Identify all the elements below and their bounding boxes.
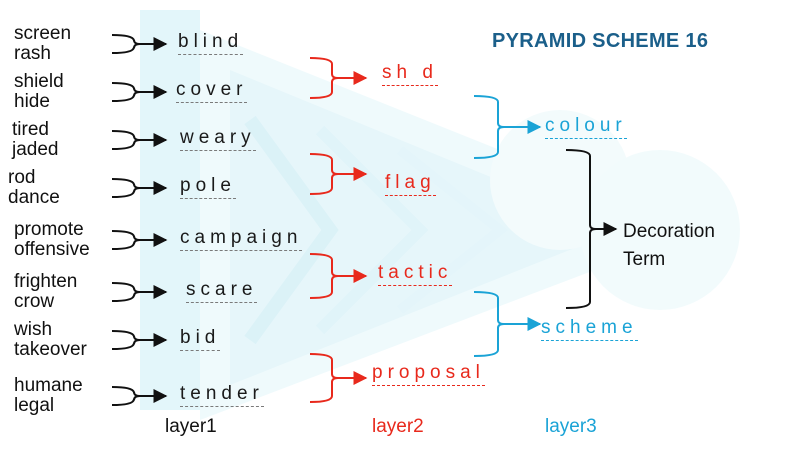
layer3-label: layer3 [545, 416, 597, 437]
layer1-answer: tender [180, 383, 264, 407]
clue-word: legal [14, 395, 55, 416]
clue-word: humane [14, 375, 83, 396]
layer1-bracket [309, 253, 339, 299]
clue-bracket [111, 330, 141, 350]
layer1-answer: weary [180, 127, 256, 151]
layer1-bracket [309, 353, 339, 403]
clue-brackets [111, 34, 168, 406]
clue-word: wish [14, 319, 53, 340]
layer1-label: layer1 [165, 416, 217, 437]
clue-word: rod [8, 167, 36, 188]
puzzle-title: PYRAMID SCHEME 16 [492, 30, 709, 52]
clue-word: tired [12, 119, 49, 140]
layer3-answer: colour [545, 115, 627, 139]
final-answer-line2: Term [623, 249, 666, 270]
clue-bracket [111, 34, 141, 54]
layer1-answer: campaign [180, 227, 303, 251]
clue-word: jaded [12, 139, 59, 160]
clue-bracket [111, 282, 141, 302]
layer2-answer: tactic [378, 262, 453, 286]
final-bracket-shape [565, 149, 597, 309]
layer1-brackets [309, 57, 368, 403]
layer3-answer: scheme [541, 317, 638, 341]
clue-bracket [111, 130, 141, 150]
clue-word: offensive [14, 239, 90, 260]
layer2-bracket [473, 291, 505, 357]
clue-word: promote [14, 219, 84, 240]
clue-word: takeover [14, 339, 87, 360]
layer1-bracket [309, 57, 339, 99]
clue-bracket [111, 82, 141, 102]
clue-bracket [111, 386, 141, 406]
clue-word: rash [14, 43, 51, 64]
clue-word: dance [8, 187, 60, 208]
layer1-answer: bid [180, 327, 221, 351]
layer1-answer: cover [176, 79, 248, 103]
clue-word: frighten [14, 271, 78, 292]
layer2-bracket [473, 95, 505, 159]
layer2-answer: proposal [372, 362, 485, 386]
clue-bracket [111, 178, 141, 198]
final-answer-line1: Decoration [623, 221, 715, 242]
layer2-answer: sh d [382, 62, 438, 86]
layer1-answer: pole [180, 175, 236, 199]
final-answer: Decoration Term [623, 218, 715, 274]
layer2-brackets [473, 95, 542, 357]
layer1-answer: scare [186, 279, 258, 303]
layer1-bracket [309, 153, 339, 195]
clue-word: crow [14, 291, 55, 312]
layer2-answer: flag [385, 172, 436, 196]
clue-word: hide [14, 91, 50, 112]
final-bracket [565, 149, 618, 309]
clue-word: screen [14, 23, 72, 44]
layer1-answer: blind [178, 31, 244, 55]
clue-word: shield [14, 71, 64, 92]
layer2-label: layer2 [372, 416, 424, 437]
clue-bracket [111, 230, 141, 250]
